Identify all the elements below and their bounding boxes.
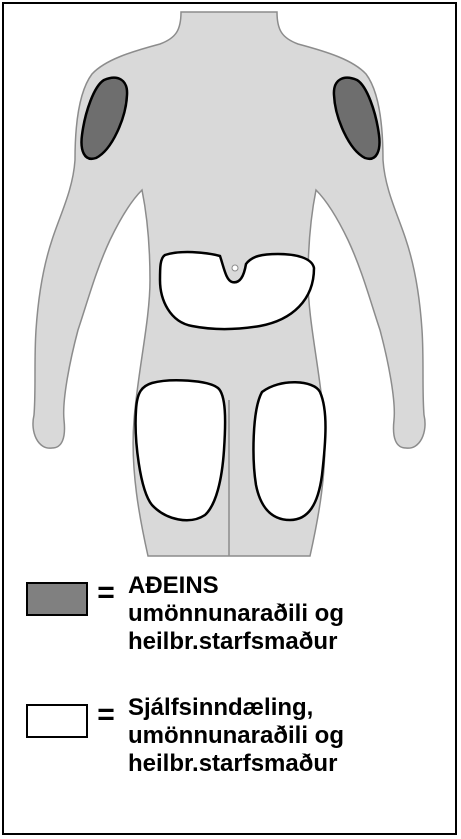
legend-swatch-dark bbox=[26, 582, 88, 616]
left-thigh-zone bbox=[136, 380, 225, 520]
legend-line: AÐEINS bbox=[128, 572, 344, 600]
legend-line: heilbr.starfsmaður bbox=[128, 628, 344, 656]
legend-line: umönnunaraðili og bbox=[128, 600, 344, 628]
legend-line: Sjálfsinndæling, bbox=[128, 694, 344, 722]
legend-line: umönnunaraðili og bbox=[128, 722, 344, 750]
legend-equals-sign: = bbox=[88, 578, 124, 608]
legend-label-caregiver-only: AÐEINS umönnunaraðili og heilbr.starfsma… bbox=[128, 572, 344, 656]
legend-equals-sign: = bbox=[88, 700, 124, 730]
legend-item-caregiver-only: = AÐEINS umönnunaraðili og heilbr.starfs… bbox=[26, 572, 344, 656]
body-back-figure bbox=[0, 0, 461, 560]
right-thigh-zone bbox=[254, 382, 326, 520]
legend-line: heilbr.starfsmaður bbox=[128, 750, 344, 778]
legend-label-self-injection: Sjálfsinndæling, umönnunaraðili og heilb… bbox=[128, 694, 344, 778]
legend-swatch-white bbox=[26, 704, 88, 738]
legend-item-self-injection: = Sjálfsinndæling, umönnunaraðili og hei… bbox=[26, 694, 344, 778]
spine-dot bbox=[232, 265, 238, 271]
